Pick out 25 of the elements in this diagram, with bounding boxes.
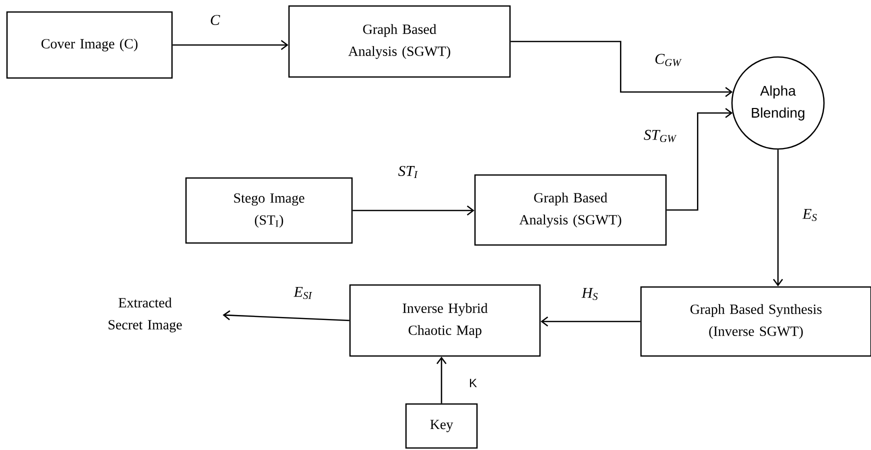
edge-label: C$_{GW}$	[654, 52, 682, 68]
edge-label: E$_{S}$	[802, 208, 818, 222]
arrow	[666, 108, 733, 211]
process-box: Graph Based Analysis (SGWT)	[288, 5, 511, 78]
process-box: Inverse Hybrid Chaotic Map	[349, 284, 541, 357]
edge-label: E$_{SI}$	[292, 286, 314, 300]
process-box: Graph Based Analysis (SGWT)	[474, 174, 667, 246]
process-box: Graph Based Synthesis (Inverse SGWT)	[640, 286, 871, 357]
arrow	[222, 310, 350, 322]
edge-label: ST$_{GW}$	[642, 128, 678, 144]
arrow	[172, 40, 288, 50]
arrow	[436, 356, 447, 404]
arrow	[352, 205, 474, 216]
process-box: Key	[405, 403, 478, 449]
edge-label: C	[209, 14, 221, 26]
process-box: Cover Image (C)	[6, 11, 173, 79]
edge-label: ST$_{I}$	[397, 164, 419, 180]
arrow	[540, 316, 640, 326]
arrow	[772, 150, 784, 286]
process-box: Stego Image (ST$_{I}$)	[185, 177, 353, 244]
edge-label: K	[468, 378, 478, 388]
arrow	[510, 40, 733, 98]
circle-node: Alpha Blending	[731, 56, 825, 150]
edge-label: H$_{S}$	[580, 286, 600, 302]
output-label: Extracted Secret Image	[108, 298, 182, 332]
